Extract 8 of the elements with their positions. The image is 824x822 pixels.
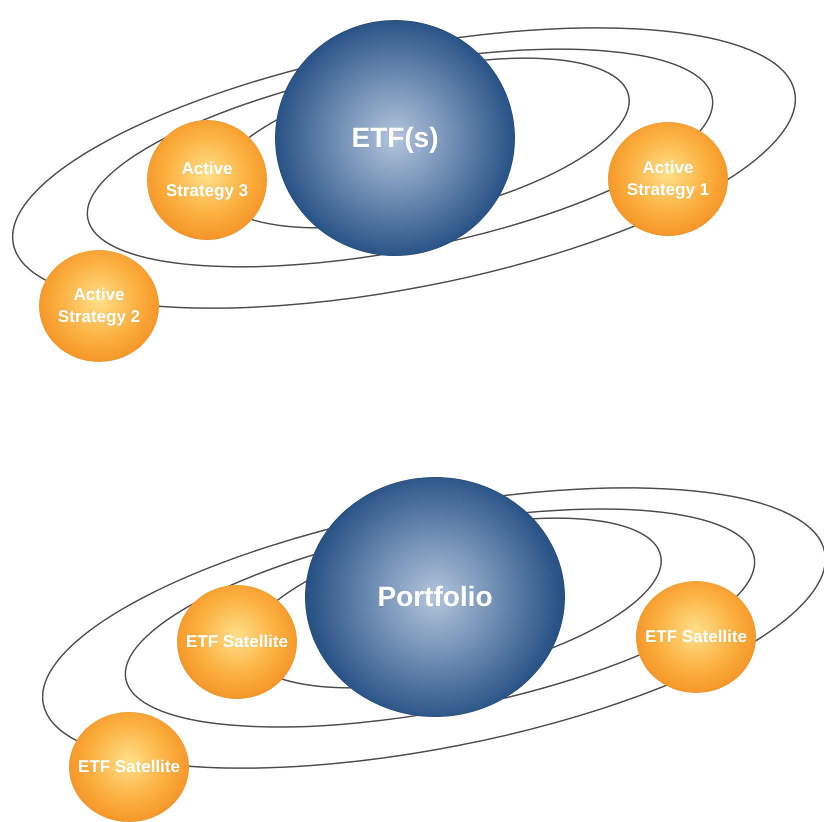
node-label: Portfolio <box>377 580 493 614</box>
node-label: ETF Satellite <box>78 756 180 778</box>
node-label: ETF(s) <box>351 121 439 155</box>
node-label: Active Strategy 1 <box>626 157 710 201</box>
node-label: Active Strategy 2 <box>56 284 142 328</box>
node-label: ETF Satellite <box>644 626 748 648</box>
node-label: Active Strategy 3 <box>164 158 250 202</box>
node-label: ETF Satellite <box>186 631 288 653</box>
